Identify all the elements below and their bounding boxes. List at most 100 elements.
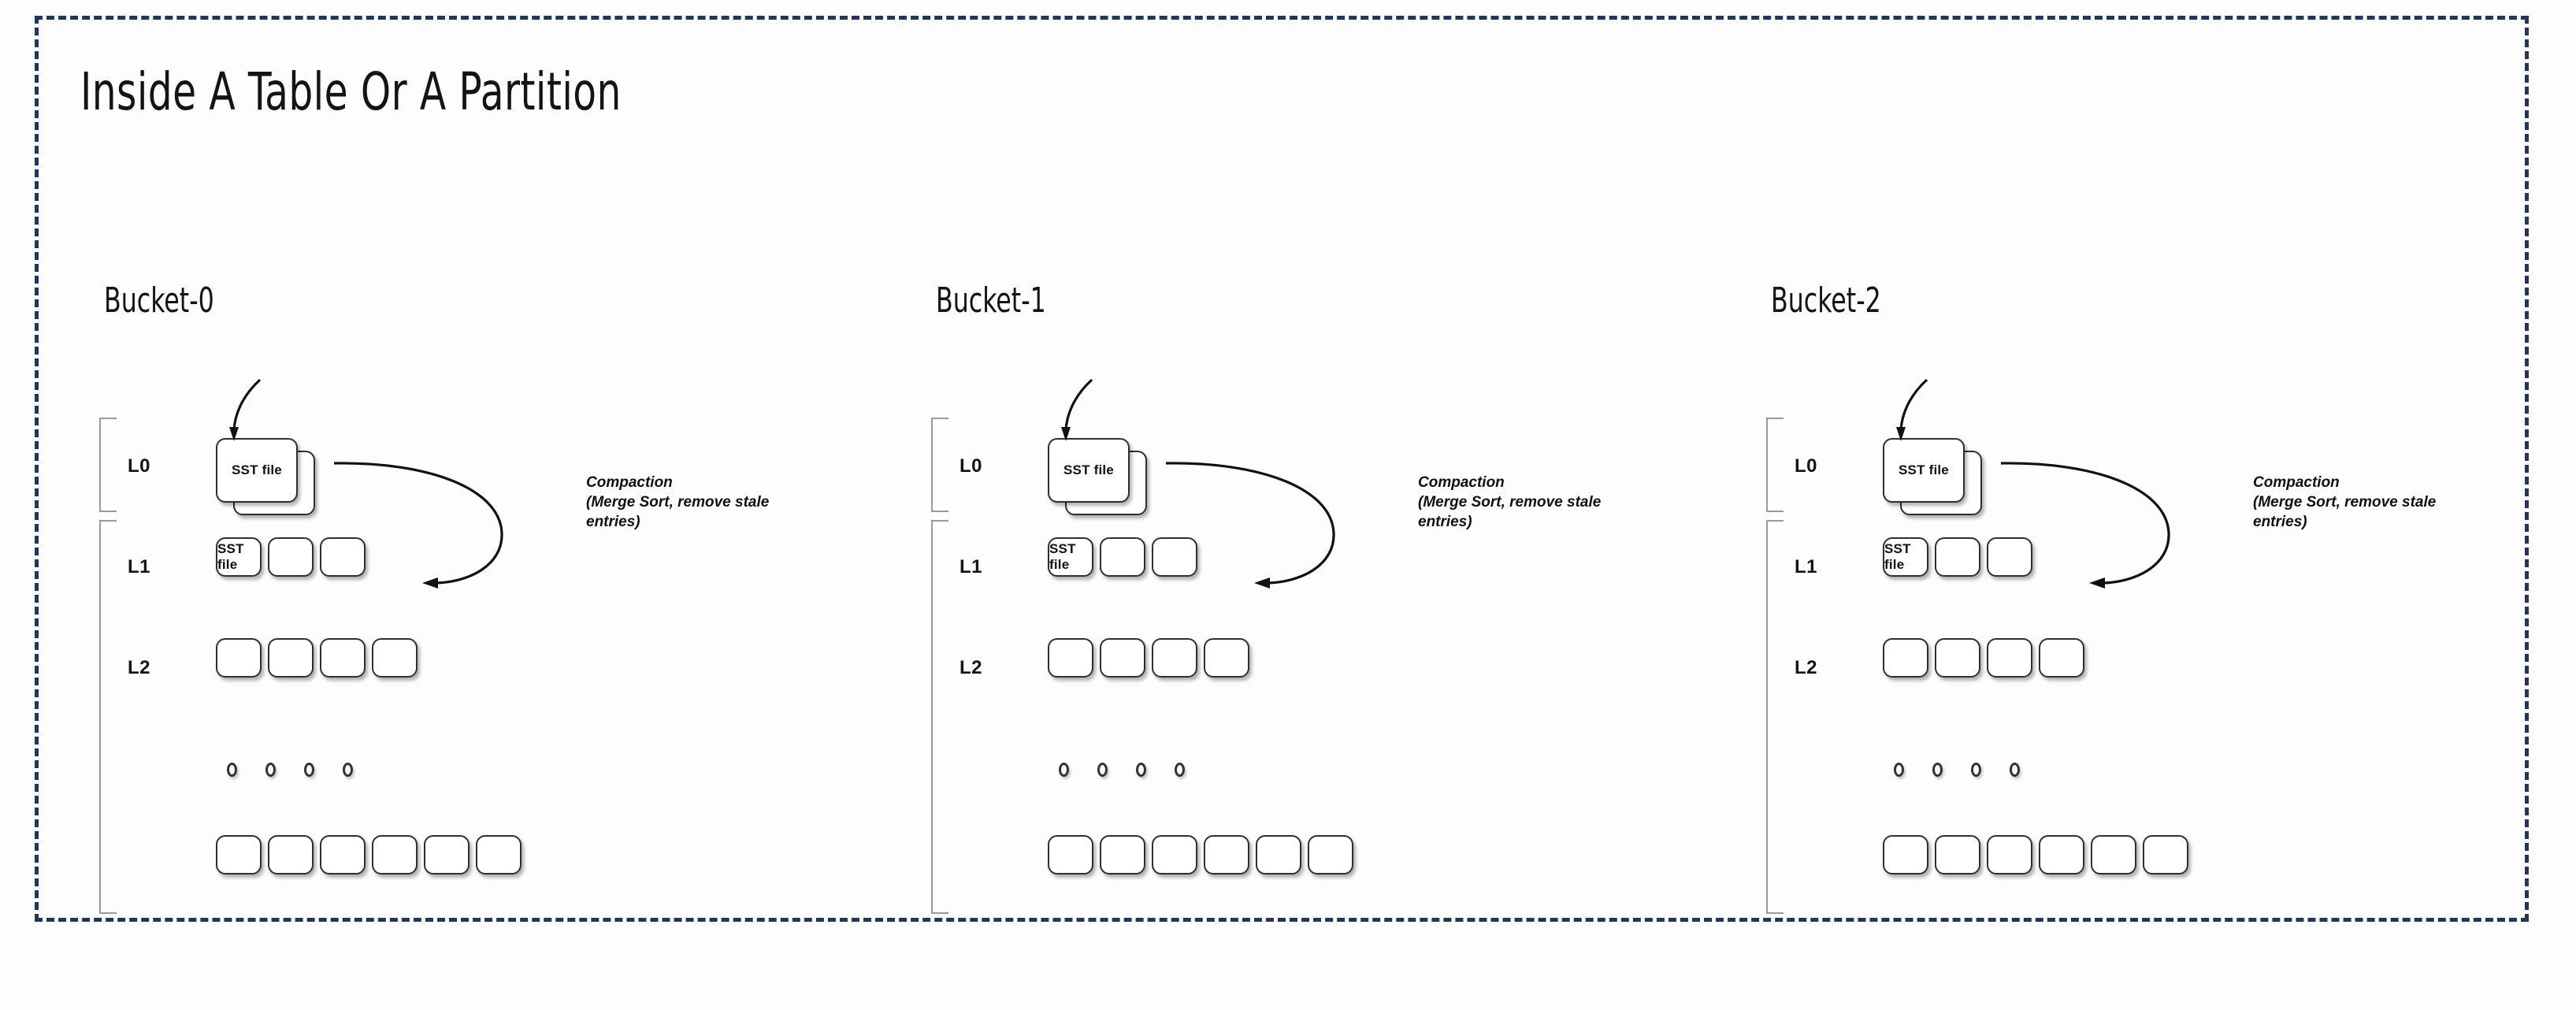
ln-box-1 — [1935, 835, 1980, 874]
ln-box-2 — [320, 835, 366, 874]
ln-box-1 — [268, 835, 314, 874]
compaction-label-line-0: Compaction — [2253, 474, 2340, 491]
ln-box-3 — [1204, 835, 1249, 874]
sst-file-label: SST file — [1063, 462, 1114, 477]
level-bracket-l0 — [99, 418, 117, 512]
l2-box-3 — [372, 638, 418, 678]
ln-box-2 — [1152, 835, 1197, 874]
compaction-label-line-1: (Merge Sort, remove stale — [586, 494, 770, 511]
ellipsis-dots — [1059, 763, 1185, 777]
level-label-l1: L1 — [128, 556, 151, 577]
l1-box-0: SST file — [1883, 537, 1928, 577]
ln-box-5 — [476, 835, 522, 874]
curved-arrow-down-icon — [1046, 378, 1156, 449]
sst-file-label: SST file — [1884, 541, 1911, 572]
ln-box-1 — [1100, 835, 1145, 874]
l1-box-0: SST file — [216, 537, 262, 577]
ellipsis-dot-icon — [1059, 763, 1069, 777]
bucket-title: Bucket-1 — [936, 280, 1046, 321]
l0-box-0: SST file — [1048, 438, 1130, 503]
ln-box-4 — [424, 835, 470, 874]
l1-box-2 — [320, 537, 366, 577]
ln-box-2 — [1987, 835, 2032, 874]
compaction-label: Compaction (Merge Sort, remove stale entri… — [586, 473, 846, 532]
l2-box-1 — [268, 638, 314, 678]
compaction-label-line-0: Compaction — [586, 474, 673, 491]
compaction-label-line-2: entries) — [2253, 514, 2307, 531]
l2-box-1 — [1100, 638, 1145, 678]
compaction-label-line-1: (Merge Sort, remove stale — [2253, 494, 2437, 511]
l1-box-2 — [1152, 537, 1197, 577]
ellipsis-dot-icon — [1894, 763, 1904, 777]
sst-file-label: SST file — [232, 462, 282, 477]
l1-box-2 — [1987, 537, 2032, 577]
l1-box-0: SST file — [1048, 537, 1093, 577]
ellipsis-dots — [1894, 763, 2020, 777]
compaction-curve-arrow-icon — [1165, 457, 1434, 615]
sst-file-label: SST file — [1899, 462, 1949, 477]
ellipsis-dot-icon — [1175, 763, 1185, 777]
compaction-curve-arrow-icon — [2000, 457, 2269, 615]
l2-box-2 — [1987, 638, 2032, 678]
l2-box-0 — [1048, 638, 1093, 678]
ellipsis-dot-icon — [343, 763, 353, 777]
level-label-l1: L1 — [1795, 556, 1818, 577]
ellipsis-dot-icon — [1097, 763, 1108, 777]
l2-box-0 — [1883, 638, 1928, 678]
l0-box-0: SST file — [1883, 438, 1965, 503]
l2-box-3 — [2039, 638, 2084, 678]
curved-arrow-down-icon — [214, 378, 325, 449]
ln-box-3 — [2039, 835, 2084, 874]
level-label-l0: L0 — [128, 455, 151, 477]
ln-box-4 — [1256, 835, 1301, 874]
ellipsis-dot-icon — [1971, 763, 1981, 777]
ellipsis-dot-icon — [304, 763, 314, 777]
ln-box-5 — [2143, 835, 2188, 874]
compaction-label-line-1: (Merge Sort, remove stale — [1418, 494, 1602, 511]
level-label-l2: L2 — [960, 657, 983, 678]
l1-box-1 — [268, 537, 314, 577]
ellipsis-dot-icon — [227, 763, 237, 777]
l2-box-3 — [1204, 638, 1249, 678]
level-label-l1: L1 — [960, 556, 983, 577]
compaction-label-line-2: entries) — [586, 514, 640, 531]
level-bracket-rest — [1766, 520, 1784, 914]
ln-box-5 — [1308, 835, 1353, 874]
ellipsis-dot-icon — [2010, 763, 2020, 777]
bucket-title: Bucket-0 — [104, 280, 214, 321]
level-bracket-l0 — [931, 418, 948, 512]
ln-box-3 — [372, 835, 418, 874]
l1-box-1 — [1935, 537, 1980, 577]
level-bracket-rest — [931, 520, 948, 914]
level-bracket-l0 — [1766, 418, 1784, 512]
compaction-label-line-2: entries) — [1418, 514, 1472, 531]
curved-arrow-down-icon — [1881, 378, 1991, 449]
compaction-label-line-0: Compaction — [1418, 474, 1505, 491]
ellipsis-dot-icon — [1136, 763, 1146, 777]
ellipsis-dots — [227, 763, 353, 777]
l2-box-0 — [216, 638, 262, 678]
compaction-curve-arrow-icon — [333, 457, 602, 615]
l2-box-2 — [320, 638, 366, 678]
compaction-label: Compaction (Merge Sort, remove stale entri… — [1418, 473, 1678, 532]
level-label-l0: L0 — [1795, 455, 1818, 477]
page-title: Inside A Table Or A Partition — [80, 61, 622, 122]
level-label-l2: L2 — [1795, 657, 1818, 678]
compaction-label: Compaction (Merge Sort, remove stale entri… — [2253, 473, 2513, 532]
ellipsis-dot-icon — [265, 763, 276, 777]
l2-box-1 — [1935, 638, 1980, 678]
ln-box-4 — [2091, 835, 2136, 874]
level-bracket-rest — [99, 520, 117, 914]
slide-dashed-frame — [35, 16, 2529, 922]
l0-box-0: SST file — [216, 438, 298, 503]
sst-file-label: SST file — [1049, 541, 1076, 572]
bucket-title: Bucket-2 — [1771, 280, 1881, 321]
level-label-l2: L2 — [128, 657, 151, 678]
ellipsis-dot-icon — [1932, 763, 1943, 777]
l1-box-1 — [1100, 537, 1145, 577]
ln-box-0 — [1883, 835, 1928, 874]
